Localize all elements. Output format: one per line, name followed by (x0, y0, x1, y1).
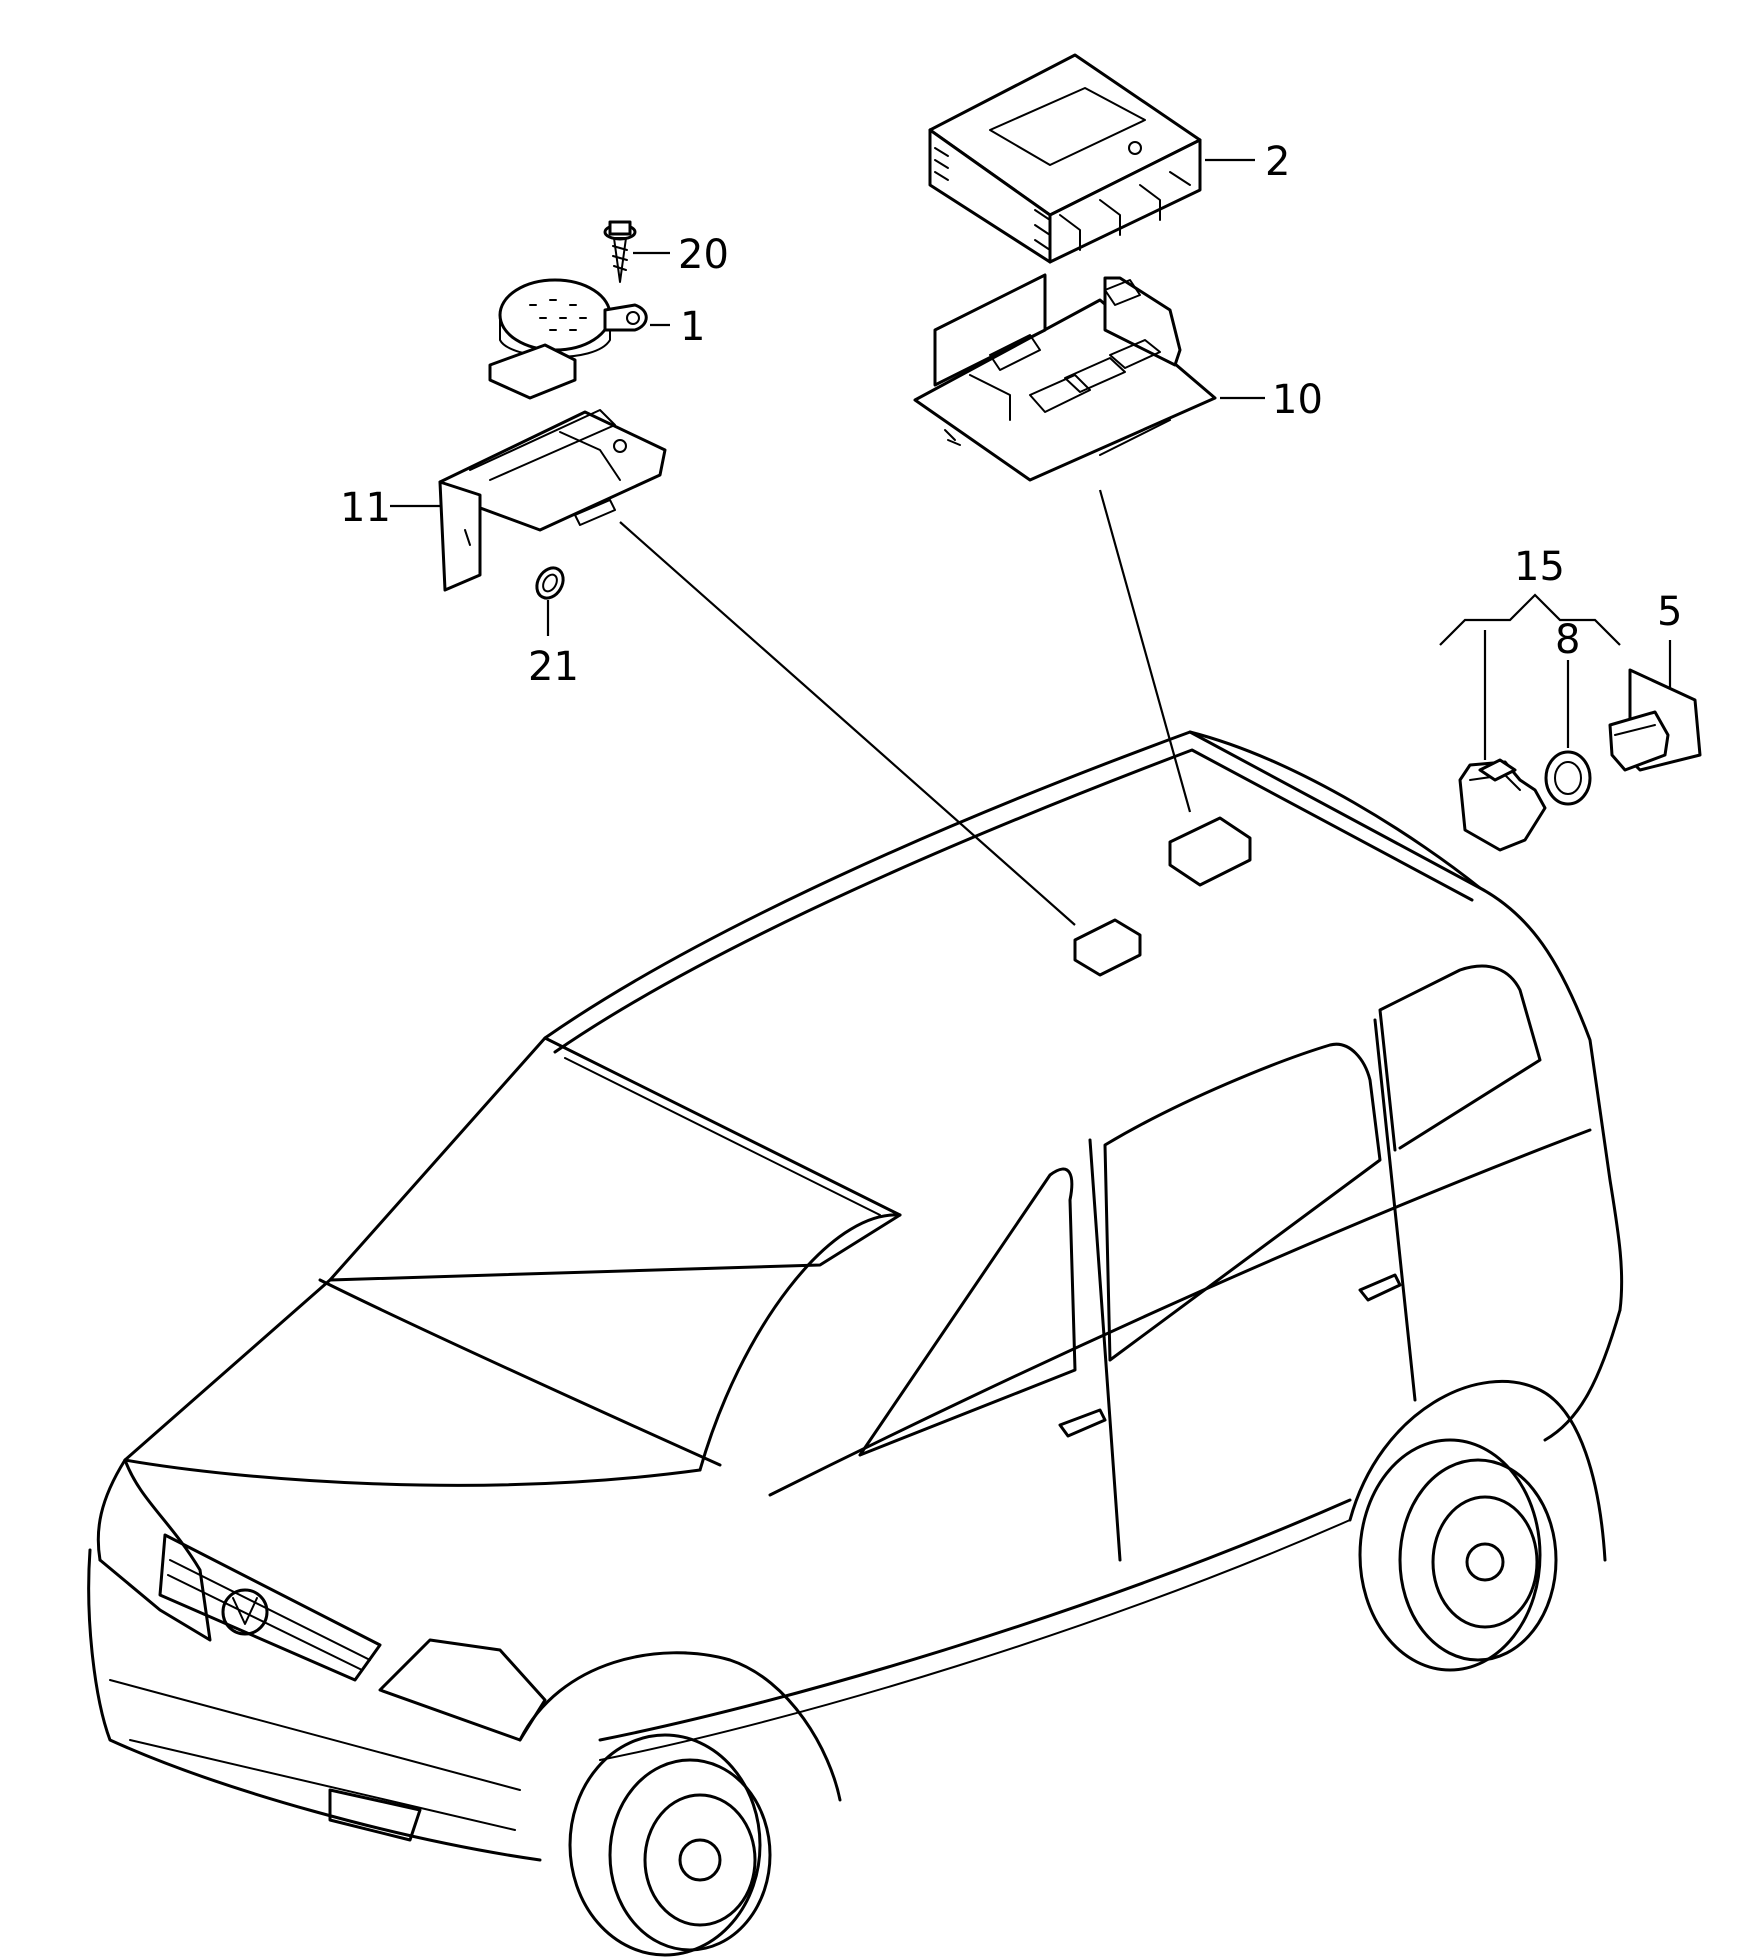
callout-10: 10 (1272, 377, 1323, 423)
callout-11: 11 (340, 485, 391, 531)
callout-8: 8 (1555, 617, 1580, 663)
callout-21: 21 (528, 644, 579, 690)
roof-marker-front (1073, 918, 1142, 977)
part-1-alarm-siren (488, 278, 648, 400)
callout-2: 2 (1265, 139, 1290, 185)
part-5-holder (1608, 668, 1702, 772)
vehicle-illustration (87, 730, 1624, 1957)
part-11-bracket (438, 409, 667, 592)
callout-labels: 2 10 20 1 11 21 15 8 5 (340, 139, 1682, 690)
callout-5: 5 (1657, 589, 1682, 635)
callout-15: 15 (1514, 544, 1565, 590)
part-10-bracket (913, 273, 1217, 482)
vehicle-leader-lines (619, 489, 1192, 926)
callout-20: 20 (678, 232, 729, 278)
part-8-ring (1544, 750, 1592, 806)
mount-position-markers (1073, 816, 1252, 977)
part-21-clip (535, 566, 565, 600)
part-2-control-unit (928, 53, 1202, 264)
callout-leaders (390, 158, 1672, 760)
roof-marker-rear (1168, 816, 1252, 887)
part-15-sensor (1458, 758, 1547, 852)
part-20-screw (603, 220, 637, 283)
callout-1: 1 (680, 304, 705, 350)
